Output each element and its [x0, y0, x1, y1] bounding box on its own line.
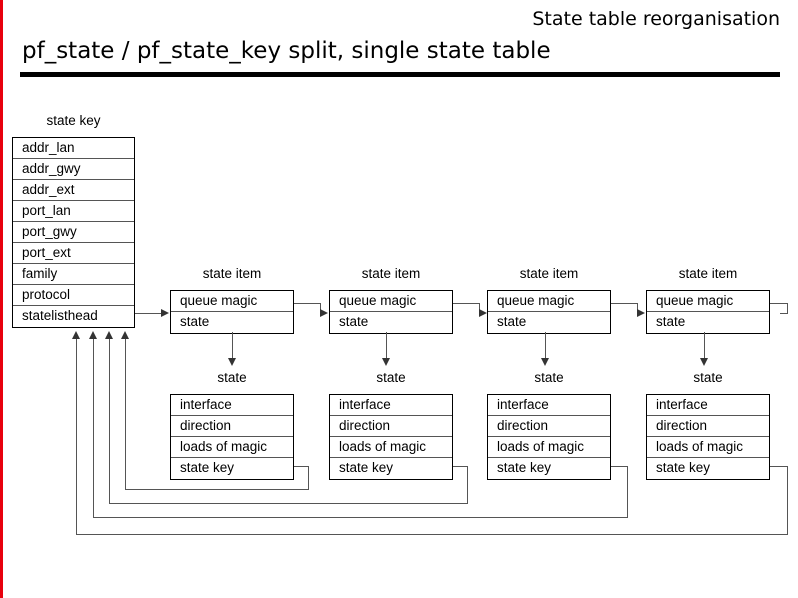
backref-2-down	[467, 466, 468, 503]
table-row: loads of magic	[330, 437, 452, 458]
table-row: state key	[656, 460, 711, 475]
page-title: pf_state / pf_state_key split, single st…	[22, 38, 551, 64]
table-row: direction	[488, 416, 610, 437]
backref-1-out	[294, 466, 309, 467]
table-row: state key	[180, 460, 235, 475]
state-table-2: interface direction loads of magic state…	[329, 394, 453, 480]
table-row: direction	[330, 416, 452, 437]
backref-2-up	[109, 337, 110, 503]
backref-2-out	[453, 466, 468, 467]
table-row: loads of magic	[171, 437, 293, 458]
arrowhead-down-state1	[228, 358, 236, 366]
slide-kicker: State table reorganisation	[532, 8, 780, 30]
backref-4-up	[76, 337, 77, 534]
connector-item2-item3-b	[479, 303, 480, 314]
connector-item4-tail-c	[780, 313, 788, 314]
table-row: state	[339, 314, 369, 329]
table-row: interface	[647, 395, 769, 416]
backref-2-return	[109, 503, 468, 504]
table-row: queue magic	[171, 291, 293, 312]
backref-1-return	[125, 489, 309, 490]
connector-item3-item4-a	[611, 303, 637, 304]
arrowhead-down-state2	[382, 358, 390, 366]
table-row: interface	[330, 395, 452, 416]
arrowhead-right-item3	[479, 309, 487, 317]
backref-1-down	[308, 466, 309, 489]
connector-statelisthead-to-item1	[135, 313, 162, 314]
state-caption-1: state	[217, 370, 247, 385]
state-item-caption-3: state item	[519, 266, 579, 281]
state-caption-3: state	[534, 370, 564, 385]
connector-item4-to-state4	[704, 332, 705, 360]
table-row: state	[656, 314, 686, 329]
state-caption-4: state	[693, 370, 723, 385]
connector-item1-item2-a	[294, 303, 320, 304]
connector-item2-to-state2	[386, 332, 387, 360]
state-caption-2: state	[376, 370, 406, 385]
backref-3-return	[93, 517, 628, 518]
connector-item3-to-state3	[545, 332, 546, 360]
state-item-table-1: queue magic state	[170, 290, 294, 334]
arrowhead-down-state3	[541, 358, 549, 366]
table-row: direction	[171, 416, 293, 437]
table-row: loads of magic	[647, 437, 769, 458]
table-row: addr_lan	[13, 138, 134, 159]
table-row: interface	[488, 395, 610, 416]
backref-4-out	[770, 466, 788, 467]
state-item-caption-1: state item	[202, 266, 262, 281]
connector-item4-tail-a	[770, 303, 788, 304]
table-row: protocol	[13, 285, 134, 306]
table-row: addr_ext	[13, 180, 134, 201]
table-row: state key	[339, 460, 394, 475]
state-table-4: interface direction loads of magic state…	[646, 394, 770, 480]
table-row: addr_gwy	[13, 159, 134, 180]
table-row: port_lan	[13, 201, 134, 222]
backref-3-out	[611, 466, 627, 467]
arrowhead-up-statekey-2	[105, 331, 113, 339]
state-item-table-4: queue magic state	[646, 290, 770, 334]
table-row: queue magic	[488, 291, 610, 312]
arrowhead-right-item1	[161, 309, 169, 317]
table-row: queue magic	[330, 291, 452, 312]
table-row: state	[180, 314, 210, 329]
table-row: port_gwy	[13, 222, 134, 243]
table-row: port_ext	[13, 243, 134, 264]
table-row: queue magic	[647, 291, 769, 312]
state-key-caption: state key	[46, 113, 101, 128]
state-key-table: addr_lan addr_gwy addr_ext port_lan port…	[12, 137, 135, 328]
connector-item3-item4-b	[637, 303, 638, 314]
connector-item1-to-state1	[232, 332, 233, 360]
title-underline	[20, 72, 780, 77]
backref-4-return	[76, 534, 788, 535]
state-item-table-2: queue magic state	[329, 290, 453, 334]
table-row: family	[13, 264, 134, 285]
arrowhead-right-item2	[320, 309, 328, 317]
backref-3-up	[93, 337, 94, 517]
backref-1-up	[125, 337, 126, 489]
state-table-1: interface direction loads of magic state…	[170, 394, 294, 480]
backref-3-down	[627, 466, 628, 517]
state-item-caption-2: state item	[361, 266, 421, 281]
arrowhead-up-statekey-3	[89, 331, 97, 339]
arrowhead-down-state4	[700, 358, 708, 366]
backref-4-down	[787, 466, 788, 534]
table-row: loads of magic	[488, 437, 610, 458]
arrowhead-up-statekey-4	[72, 331, 80, 339]
state-table-3: interface direction loads of magic state…	[487, 394, 611, 480]
table-row: state key	[497, 460, 552, 475]
arrowhead-right-item4	[637, 309, 645, 317]
table-row: state	[497, 314, 527, 329]
connector-item2-item3-a	[453, 303, 479, 304]
table-row: direction	[647, 416, 769, 437]
arrowhead-up-statekey-1	[121, 331, 129, 339]
connector-item1-item2-b	[320, 303, 321, 314]
state-item-table-3: queue magic state	[487, 290, 611, 334]
left-accent-stripe	[0, 0, 3, 598]
connector-item4-tail-b	[787, 303, 788, 314]
table-row: statelisthead	[22, 308, 98, 323]
table-row: interface	[171, 395, 293, 416]
state-item-caption-4: state item	[678, 266, 738, 281]
